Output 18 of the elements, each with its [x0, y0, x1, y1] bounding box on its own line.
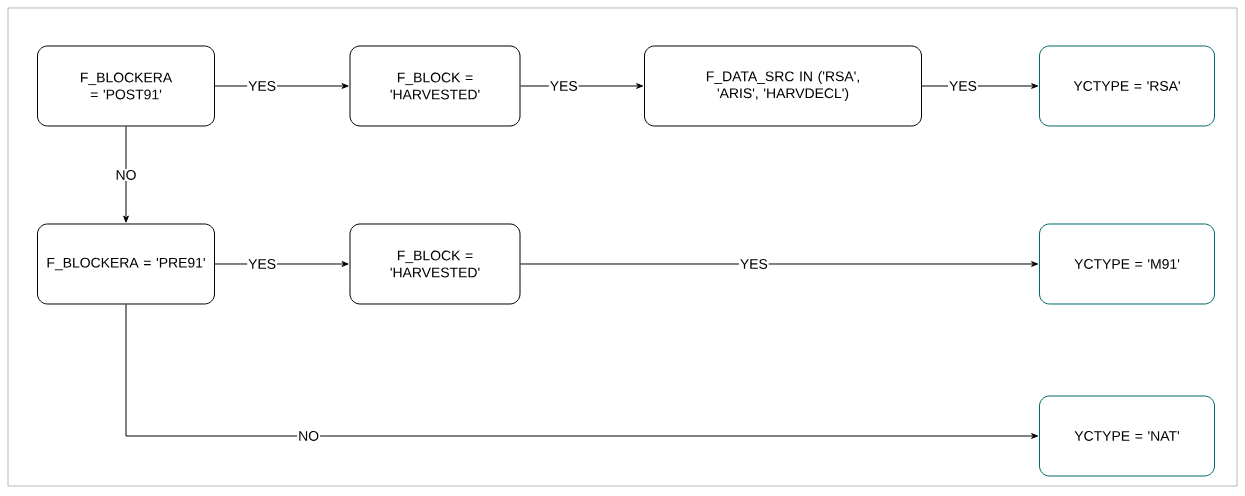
condition-box: F_BLOCKERA = 'POST91' [37, 45, 215, 127]
edge-label: YES [948, 80, 978, 92]
edge-label: NO [114, 169, 138, 181]
condition-box: F_DATA_SRC IN ('RSA', 'ARIS', 'HARVDECL') [644, 45, 922, 127]
edge-label: YES [548, 80, 579, 92]
arrow [123, 126, 129, 223]
condition-box: F_BLOCKERA = 'PRE91' [37, 223, 215, 305]
condition-box: F_BLOCK = 'HARVESTED' [349, 223, 521, 305]
edge-label: YES [738, 258, 769, 270]
result-box: YCTYPE = 'M91' [1039, 223, 1215, 305]
arrow [125, 304, 1039, 439]
result-box: YCTYPE = 'NAT' [1039, 395, 1215, 477]
result-box: YCTYPE = 'RSA' [1039, 45, 1215, 127]
edge-label: YES [247, 80, 278, 92]
edge-label: YES [247, 258, 278, 270]
arrow [520, 261, 1039, 267]
edge-label: NO [297, 430, 321, 442]
condition-box: F_BLOCK = 'HARVESTED' [349, 45, 521, 127]
